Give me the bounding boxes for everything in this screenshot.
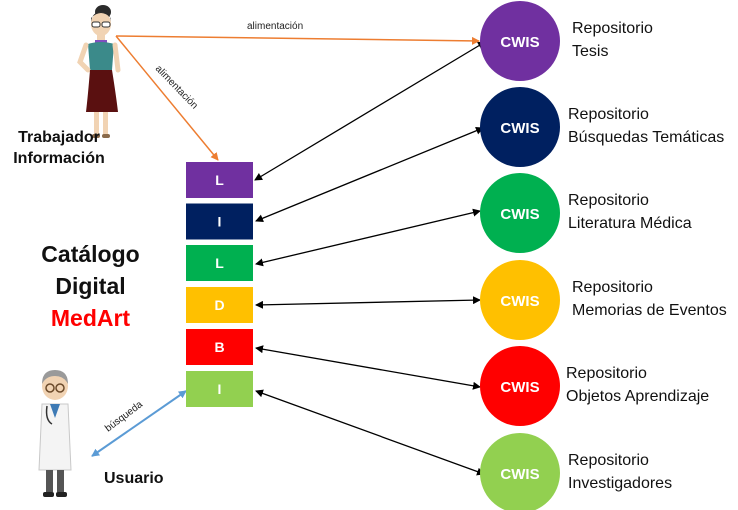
feed-label-top: alimentación	[247, 21, 303, 32]
repository-circle	[480, 346, 560, 426]
repository-circle	[480, 433, 560, 510]
worker-label: Trabajador Información	[0, 127, 118, 169]
link-arrow-block-3	[255, 296, 481, 309]
catalog-block-2[interactable]: L	[186, 245, 253, 281]
user-label: Usuario	[104, 470, 164, 487]
catalog-block-letter: L	[215, 172, 224, 188]
catalog-block-rect	[186, 329, 253, 365]
catalog-block-rect	[186, 245, 253, 281]
repository-node-5[interactable]: CWIS	[480, 433, 560, 510]
catalog-block-3[interactable]: D	[186, 287, 253, 323]
repository-node-4[interactable]: CWIS	[480, 346, 560, 426]
catalog-block-letter: D	[214, 297, 224, 313]
link-arrow-block-1	[255, 126, 484, 223]
repository-badge: CWIS	[500, 34, 539, 51]
repository-circle	[480, 87, 560, 167]
repository-label-line1: Repositorio	[566, 365, 647, 382]
repository-label-line2: Memorias de Eventos	[572, 302, 727, 319]
catalog-block-rect	[186, 371, 253, 407]
search-label: búsqueda	[103, 399, 145, 434]
catalog-block-5[interactable]: I	[186, 371, 253, 407]
link-arrow-block-2	[255, 208, 481, 267]
repository-label-line1: Repositorio	[568, 452, 649, 469]
repository-label-line2: Investigadores	[568, 475, 673, 492]
feed-arrow-to-repository	[115, 35, 480, 45]
catalog-title-line1: Catálogo	[41, 241, 140, 267]
worker-label-line1: Trabajador	[18, 129, 100, 146]
repository-label-line1: Repositorio	[572, 20, 653, 37]
catalog-title: Catálogo Digital MedArt	[18, 238, 163, 334]
feed-arrow-to-catalog	[115, 35, 219, 161]
user-doctor-figure-icon	[38, 370, 72, 497]
catalog-block-1[interactable]: I	[186, 203, 253, 240]
repository-circle	[480, 1, 560, 81]
feed-label-diagonal: alimentación	[153, 63, 200, 111]
catalog-brand-name: MedArt	[50, 305, 131, 331]
catalog-block-rect	[186, 203, 253, 240]
repository-label-line1: Repositorio	[572, 279, 653, 296]
repository-badge: CWIS	[500, 293, 539, 310]
catalog-block-letter: I	[218, 381, 222, 397]
repository-badge: CWIS	[500, 379, 539, 396]
catalog-title-line2: Digital	[55, 273, 126, 299]
catalog-block-0[interactable]: L	[186, 162, 253, 198]
worker-figure-icon	[77, 5, 121, 138]
repository-label-line2: Tesis	[572, 43, 609, 60]
repository-node-1[interactable]: CWIS	[480, 87, 560, 167]
worker-label-line2: Información	[13, 150, 105, 167]
repository-label-line2: Búsquedas Temáticas	[568, 129, 725, 146]
link-arrow-block-0	[254, 41, 486, 181]
catalog-block-letter: B	[214, 339, 224, 355]
repository-badge: CWIS	[500, 206, 539, 223]
repository-label-line2: Literatura Médica	[568, 215, 692, 232]
repository-node-3[interactable]: CWIS	[480, 260, 560, 340]
catalog-block-letter: I	[218, 214, 222, 230]
repository-circle	[480, 260, 560, 340]
link-arrow-block-4	[255, 345, 481, 390]
search-arrow	[91, 390, 187, 457]
catalog-block-letter: L	[215, 255, 224, 271]
repository-circle	[480, 173, 560, 253]
repository-node-2[interactable]: CWIS	[480, 173, 560, 253]
catalog-block-4[interactable]: B	[186, 329, 253, 365]
catalog-block-rect	[186, 162, 253, 198]
repository-node-0[interactable]: CWIS	[480, 1, 560, 81]
repository-label-line1: Repositorio	[568, 192, 649, 209]
catalog-block-rect	[186, 287, 253, 323]
repository-badge: CWIS	[500, 466, 539, 483]
repository-label-line1: Repositorio	[568, 106, 649, 123]
repository-badge: CWIS	[500, 120, 539, 137]
repository-label-line2: Objetos Aprendizaje	[566, 388, 710, 405]
link-arrow-block-5	[255, 389, 485, 476]
